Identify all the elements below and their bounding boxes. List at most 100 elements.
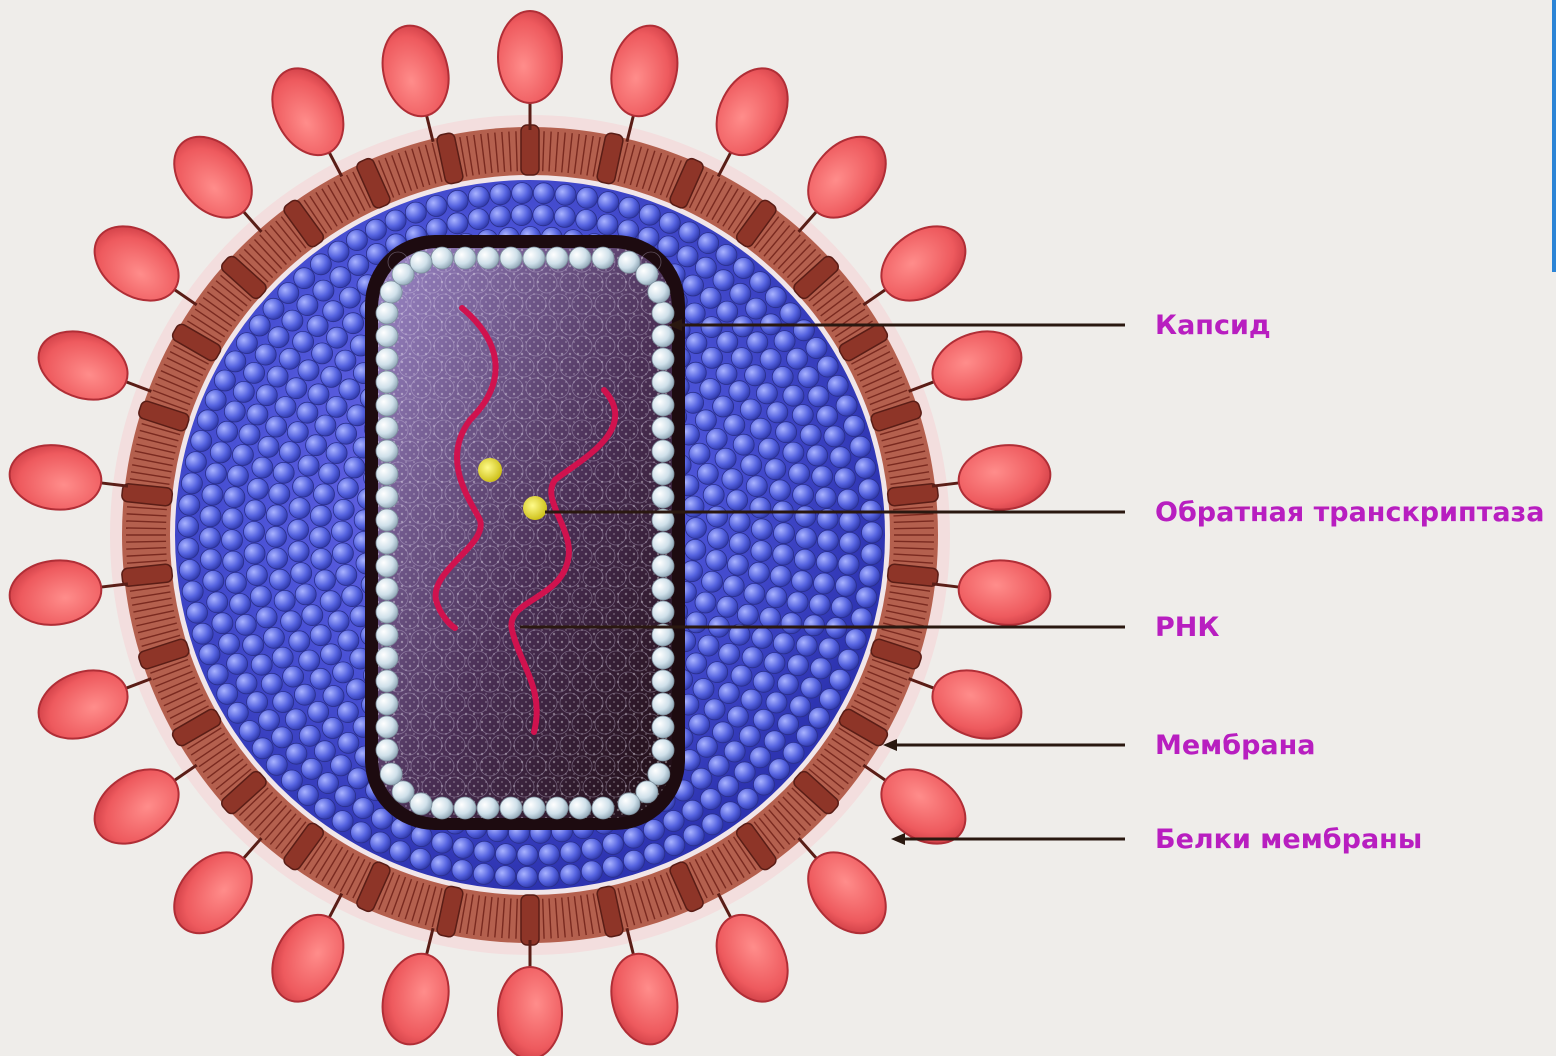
matrix-ball: [750, 272, 771, 293]
matrix-ball: [682, 800, 703, 821]
matrix-ball: [717, 301, 738, 322]
transmembrane-block: [521, 125, 539, 175]
matrix-ball: [702, 571, 723, 592]
matrix-ball: [247, 692, 268, 713]
matrix-ball: [338, 630, 359, 651]
capsid-ball: [376, 394, 398, 416]
matrix-ball: [644, 843, 665, 864]
matrix-ball: [747, 332, 768, 353]
matrix-ball: [286, 743, 307, 764]
matrix-ball: [244, 362, 265, 383]
matrix-ball: [776, 422, 797, 443]
matrix-ball: [744, 583, 765, 604]
matrix-ball: [855, 457, 876, 478]
matrix-ball: [179, 494, 200, 515]
matrix-ball: [337, 478, 358, 499]
matrix-ball: [603, 856, 624, 877]
lipid-tail: [126, 541, 166, 542]
matrix-ball: [266, 526, 287, 547]
matrix-ball: [715, 448, 736, 469]
membrane-protein: [498, 11, 562, 130]
matrix-ball: [713, 270, 734, 291]
matrix-ball: [619, 197, 640, 218]
matrix-ball: [664, 835, 685, 856]
matrix-ball: [819, 638, 840, 659]
matrix-ball: [707, 506, 728, 527]
matrix-ball: [577, 187, 598, 208]
capsid-ball: [410, 251, 432, 273]
matrix-ball: [777, 674, 798, 695]
matrix-ball: [683, 392, 704, 413]
matrix-ball: [679, 222, 700, 243]
matrix-ball: [281, 611, 302, 632]
matrix-ball: [314, 741, 335, 762]
matrix-ball: [343, 313, 364, 334]
protein-head: [374, 947, 458, 1052]
matrix-ball: [351, 822, 372, 843]
matrix-ball: [729, 533, 750, 554]
matrix-ball: [838, 489, 859, 510]
matrix-ball: [293, 476, 314, 497]
matrix-ball: [326, 396, 347, 417]
matrix-ball: [739, 726, 760, 747]
matrix-ball: [708, 755, 729, 776]
matrix-ball: [733, 434, 754, 455]
capsid-ball: [652, 348, 674, 370]
matrix-ball: [704, 699, 725, 720]
matrix-ball: [410, 849, 431, 870]
matrix-ball: [287, 422, 308, 443]
capsid-ball: [376, 486, 398, 508]
capsid-ball: [569, 247, 591, 269]
matrix-ball: [686, 653, 707, 674]
transmembrane-block: [521, 895, 539, 945]
matrix-ball: [323, 686, 344, 707]
matrix-ball: [734, 762, 755, 783]
matrix-ball: [816, 552, 837, 573]
capsid-ball: [618, 793, 640, 815]
matrix-ball: [178, 516, 199, 537]
matrix-ball: [191, 431, 212, 452]
matrix-ball: [737, 604, 758, 625]
capsid-ball: [431, 247, 453, 269]
matrix-ball: [718, 776, 739, 797]
matrix-ball: [339, 379, 360, 400]
matrix-ball: [698, 635, 719, 656]
matrix-ball: [225, 351, 246, 372]
matrix-ball: [538, 866, 559, 887]
protein-head: [923, 658, 1032, 750]
matrix-ball: [297, 785, 318, 806]
matrix-ball: [697, 463, 718, 484]
matrix-ball: [817, 530, 838, 551]
matrix-ball: [224, 487, 245, 508]
matrix-ball: [750, 747, 771, 768]
matrix-ball: [181, 473, 202, 494]
matrix-ball: [313, 280, 334, 301]
matrix-ball: [683, 275, 704, 296]
matrix-ball: [703, 485, 724, 506]
matrix-ball: [792, 571, 813, 592]
matrix-ball: [766, 692, 787, 713]
matrix-ball: [815, 487, 836, 508]
matrix-ball: [328, 241, 349, 262]
matrix-ball: [717, 332, 738, 353]
capsid-ball: [376, 578, 398, 600]
matrix-ball: [385, 210, 406, 231]
matrix-ball: [723, 576, 744, 597]
matrix-ball: [256, 385, 277, 406]
matrix-ball: [337, 702, 358, 723]
matrix-ball: [689, 443, 710, 464]
matrix-ball: [753, 709, 774, 730]
matrix-ball: [332, 811, 353, 832]
matrix-ball: [745, 365, 766, 386]
matrix-ball: [827, 375, 848, 396]
capsid-ball: [569, 797, 591, 819]
matrix-ball: [737, 788, 758, 809]
protein-head: [6, 440, 105, 515]
protein-head: [702, 903, 801, 1014]
matrix-ball: [798, 367, 819, 388]
capsid-ball: [652, 716, 674, 738]
matrix-ball: [581, 861, 602, 882]
matrix-ball: [751, 519, 772, 540]
matrix-ball: [858, 479, 879, 500]
matrix-ball: [713, 396, 734, 417]
